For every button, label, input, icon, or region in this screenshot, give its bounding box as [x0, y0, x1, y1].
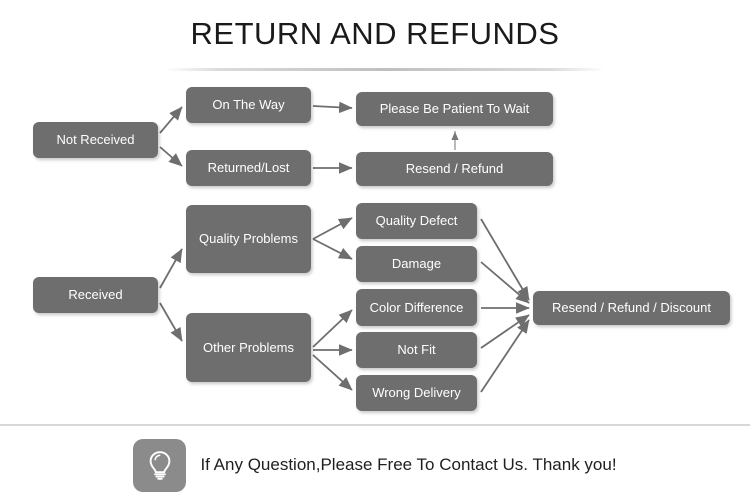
node-resend-refund-discount[interactable]: Resend / Refund / Discount — [533, 291, 730, 325]
node-please-be-patient-to-wait[interactable]: Please Be Patient To Wait — [356, 92, 553, 126]
edge-on-the-way-please-be-patient — [312, 101, 353, 114]
edge-damage-outcome — [480, 261, 530, 304]
page-title: RETURN AND REFUNDS — [190, 16, 560, 51]
node-color-difference[interactable]: Color Difference — [356, 289, 477, 326]
edge-quality-problems-damage — [312, 238, 353, 260]
node-damage[interactable]: Damage — [356, 246, 477, 282]
node-quality-problems[interactable]: Quality Problems — [186, 205, 311, 273]
node-wrong-delivery[interactable]: Wrong Delivery — [356, 375, 477, 411]
edge-other-problems-color-difference — [312, 309, 353, 348]
lightbulb-icon — [133, 438, 187, 492]
node-resend-refund[interactable]: Resend / Refund — [356, 152, 553, 186]
edge-other-problems-wrong-delivery — [312, 354, 353, 391]
edge-not-fit-outcome — [480, 314, 530, 349]
node-not-fit[interactable]: Not Fit — [356, 332, 477, 368]
node-on-the-way[interactable]: On The Way — [186, 87, 311, 123]
footer-text: If Any Question,Please Free To Contact U… — [200, 455, 617, 474]
node-not-received[interactable]: Not Received — [33, 122, 158, 158]
edge-quality-defect-outcome — [480, 218, 530, 301]
title-divider — [165, 68, 605, 71]
edge-received-quality-problems — [159, 248, 183, 289]
node-other-problems[interactable]: Other Problems — [186, 313, 311, 382]
edge-not-received-returned-lost — [159, 146, 183, 167]
node-returned-lost[interactable]: Returned/Lost — [186, 150, 311, 186]
footer-bar: If Any Question,Please Free To Contact U… — [0, 432, 750, 498]
footer-divider — [0, 424, 750, 426]
node-received[interactable]: Received — [33, 277, 158, 313]
node-quality-defect[interactable]: Quality Defect — [356, 203, 477, 239]
edge-received-other-problems — [159, 302, 183, 342]
edge-wrong-delivery-outcome — [480, 319, 530, 393]
edge-not-received-on-the-way — [159, 106, 183, 134]
edge-quality-problems-quality-defect — [312, 217, 353, 240]
